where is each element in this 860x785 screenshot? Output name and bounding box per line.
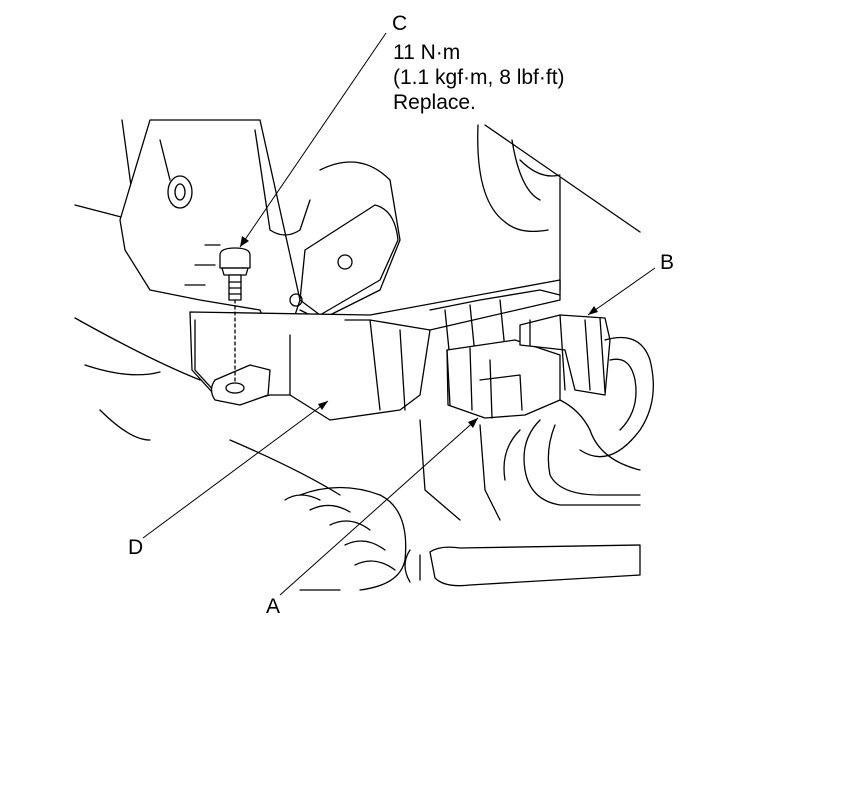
wire-harness — [503, 336, 654, 506]
engine-bracket — [119, 119, 401, 336]
callout-d: D — [128, 536, 144, 559]
arrow-b — [588, 306, 598, 315]
ecm-connectors — [446, 314, 611, 419]
replace-note: Replace. — [393, 91, 476, 114]
body-outline — [74, 119, 641, 496]
arrow-d — [318, 401, 328, 410]
leader-b — [587, 267, 656, 316]
torque-spec: 11 N·m (1.1 kgf·m, 8 lbf·ft) Replace. — [393, 40, 565, 115]
lower-hose — [284, 419, 641, 591]
callout-b: B — [660, 251, 675, 274]
arrow-c — [240, 236, 249, 247]
callout-a: A — [266, 595, 281, 618]
torque-value: 11 N·m — [393, 41, 461, 64]
torque-conversion: (1.1 kgf·m, 8 lbf·ft) — [393, 66, 565, 89]
arrow-a — [468, 418, 478, 428]
leader-lines — [142, 32, 656, 596]
leader-c — [239, 32, 387, 248]
ecm-unit — [189, 279, 561, 421]
callout-c: C — [392, 12, 408, 35]
leader-d — [142, 400, 329, 539]
leader-a — [279, 417, 479, 596]
mounting-bolt — [219, 247, 251, 383]
